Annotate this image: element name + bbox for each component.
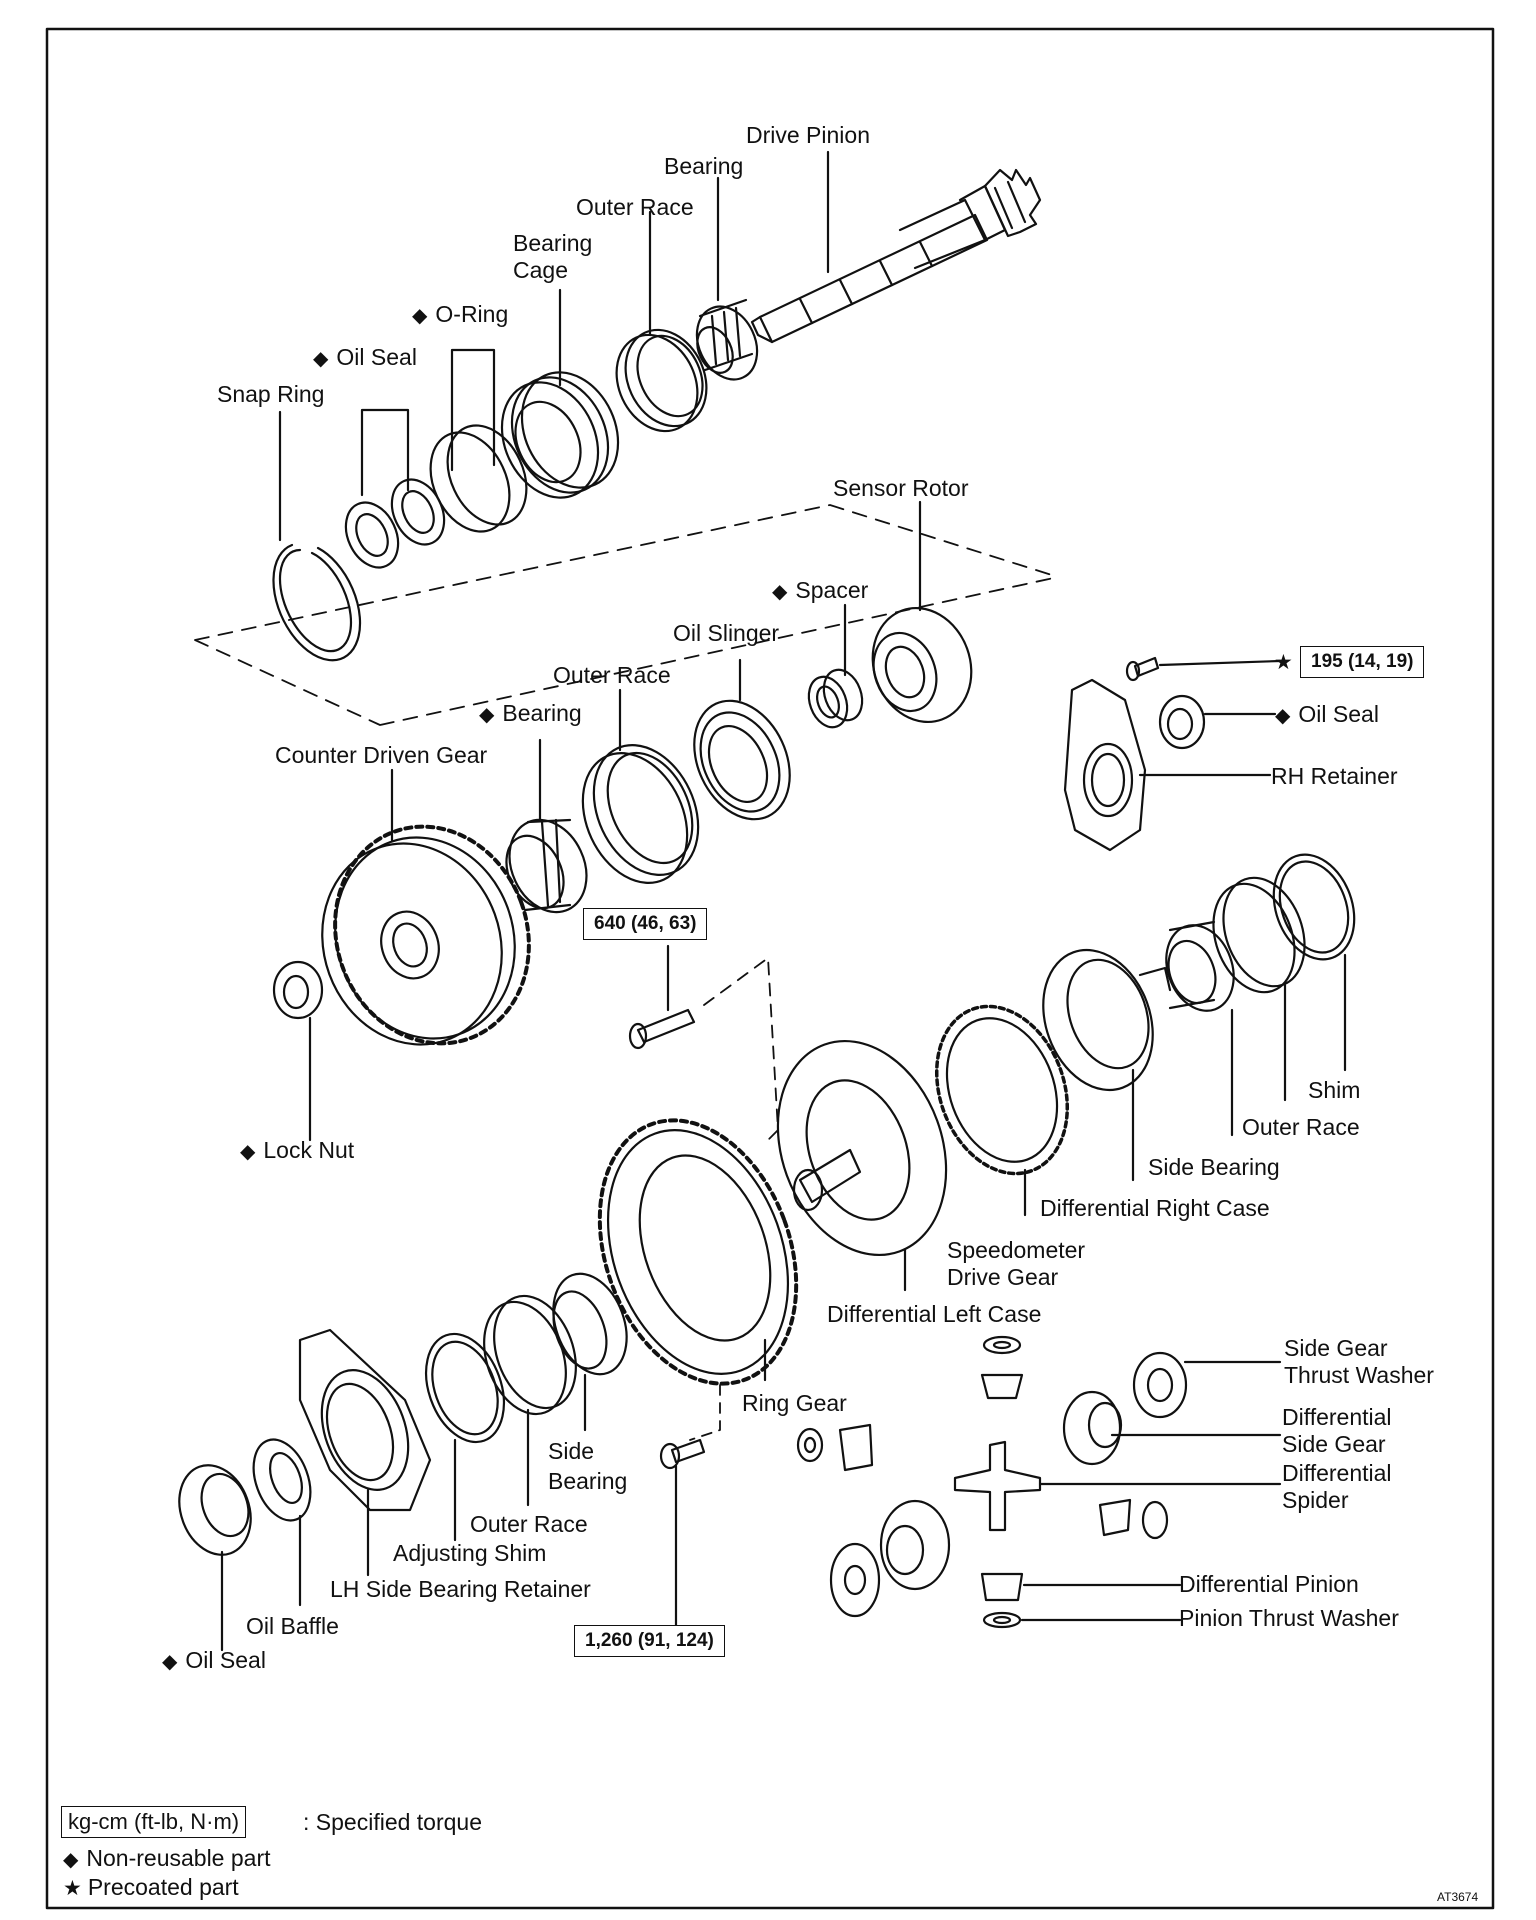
diff-side-gear-left-part [879,1499,951,1591]
diff-left-case-label: Differential Left Case [827,1301,1042,1327]
diff-pinion-bottom-part [980,1572,1182,1602]
torque-box-rh-retainer: 195 (14, 19) [1300,646,1425,678]
torque-box-counter: 640 (46, 63) [583,908,708,940]
diff-right-case-part [1042,948,1172,1092]
diff-washer-left-part [796,1427,824,1463]
oil-seal-low-part [178,1464,252,1556]
legend-unit-text: : Specified torque [303,1809,483,1835]
oil-seal-top-part [344,478,446,569]
lock-nut-part [272,960,324,1020]
oil-seal-top-label: Oil Seal [313,344,417,373]
diff-pinion-left-part [838,1423,874,1472]
pinion-thrust-washer-label: Pinion Thrust Washer [1179,1605,1399,1631]
lock-nut-label: Lock Nut [240,1137,354,1166]
rh-retainer-bolt-part [1125,656,1282,682]
legend-non-reusable: Non-reusable part [63,1845,270,1874]
outer-race-mid-label: Outer Race [553,662,671,688]
oil-baffle-label: Oil Baffle [246,1613,339,1639]
lh-retainer-part [298,1328,432,1512]
shim-label: Shim [1308,1077,1361,1103]
legend-precoated: Precoated part [63,1874,239,1902]
diff-washer-top-part [982,1335,1022,1355]
side-gear-thrust-washer-label-2: Thrust Washer [1284,1362,1434,1388]
bearing-cage-part [500,371,620,499]
oil-seal-right-part [1158,694,1277,750]
counter-driven-gear-part [321,824,531,1046]
drive-pinion-label: Drive Pinion [746,122,870,148]
outer-race-top-label: Outer Race [576,194,694,220]
pinion-thrust-washer-part [982,1611,1182,1629]
bearing-cage-label-1: Bearing [513,230,593,256]
torque-box-ring-gear: 1,260 (91, 124) [574,1625,725,1657]
counter-driven-gear-label: Counter Driven Gear [275,742,488,768]
rh-retainer-label: RH Retainer [1271,763,1398,789]
side-gear-thrust-washer-left-part [829,1542,881,1618]
shim-part [1272,853,1356,961]
speedometer-gear-part [934,1004,1070,1176]
oil-seal-right-label: Oil Seal [1275,701,1379,730]
speedometer-label-1: Speedometer [947,1237,1086,1263]
speedometer-label-2: Drive Gear [947,1264,1059,1290]
figure-code: AT3674 [1437,1890,1479,1904]
sensor-rotor-part [871,606,973,724]
o-ring-label: O-Ring [412,301,508,330]
diff-side-gear-part [1062,1390,1282,1466]
side-gear-thrust-washer-label-1: Side Gear [1284,1335,1388,1361]
diff-spider-label-2: Spider [1282,1487,1349,1513]
ring-gear-label: Ring Gear [742,1390,847,1416]
diff-side-gear-label-1: Differential [1282,1404,1392,1430]
bearing-top-label: Bearing [664,153,744,179]
adjusting-shim-label: Adjusting Shim [393,1540,547,1566]
snap-ring-part [272,543,362,662]
side-bearing-low-part [552,1272,628,1376]
snap-ring-label: Snap Ring [217,381,325,407]
precoated-marker [1274,648,1299,676]
side-bearing-right-part [1165,920,1235,1012]
side-bearing-label-2: Bearing [548,1468,628,1494]
bearing-cage-label-2: Cage [513,257,568,283]
sensor-rotor-label: Sensor Rotor [833,475,969,501]
bearing-top-part [695,298,759,381]
bearing-mid-label: Bearing [479,700,581,729]
diff-right-case-label: Differential Right Case [1040,1195,1270,1221]
ring-gear-part [597,1118,799,1386]
outer-race-mid-part [581,744,700,884]
diff-spider-label-1: Differential [1282,1460,1392,1486]
lh-retainer-label: LH Side Bearing Retainer [330,1576,591,1602]
adjusting-shim-part [425,1332,505,1444]
diagram-frame [45,27,1495,1910]
diff-side-gear-label-2: Side Gear [1282,1431,1386,1457]
outer-race-low-label: Outer Race [470,1511,588,1537]
diff-pinion-label: Differential Pinion [1179,1571,1359,1597]
ring-gear-bolt-part [659,1438,706,1470]
oil-seal-low-label: Oil Seal [162,1647,266,1676]
outer-race-right-label: Outer Race [1242,1114,1360,1140]
legend-unit-box: kg-cm (ft-lb, N·m) [61,1806,247,1838]
spacer-part [807,668,864,729]
oil-slinger-part [693,699,791,821]
diff-pinion-top-part [980,1373,1024,1400]
outer-race-top-part [615,328,708,433]
rh-retainer-part [1063,678,1272,852]
diff-pinion-side-part [1098,1498,1169,1540]
diff-left-case-part [776,1039,948,1257]
oil-baffle-part [252,1438,312,1522]
side-bearing-right-label: Side Bearing [1148,1154,1280,1180]
oil-slinger-label: Oil Slinger [673,620,780,646]
diff-spider-part [953,1440,1282,1532]
counter-bolt-part [628,1008,696,1050]
side-gear-thrust-washer-part [1132,1351,1282,1419]
spacer-label: Spacer [772,577,868,606]
outer-race-right-part [1212,876,1306,994]
drive-pinion-part [750,168,1042,344]
side-bearing-label-1: Side [548,1438,595,1464]
